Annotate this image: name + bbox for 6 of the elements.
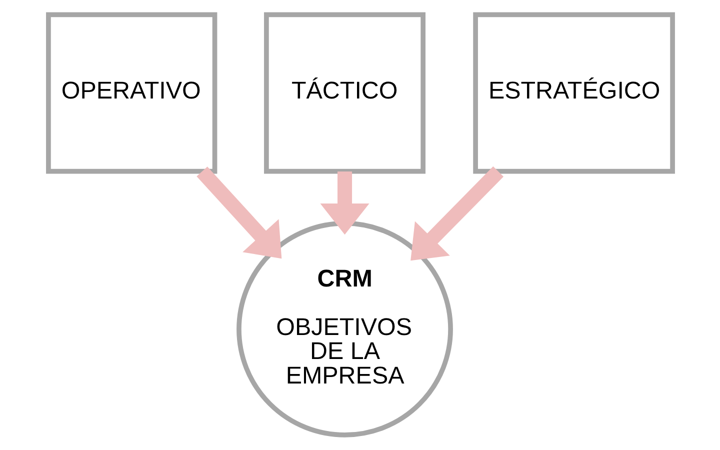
- arrow: [410, 166, 504, 261]
- node-box: OPERATIVO: [46, 12, 217, 174]
- node-box: ESTRATÉGICO: [472, 12, 674, 174]
- arrow: [196, 166, 282, 259]
- arrow: [320, 172, 369, 235]
- node-box: TÁCTICO: [264, 12, 425, 174]
